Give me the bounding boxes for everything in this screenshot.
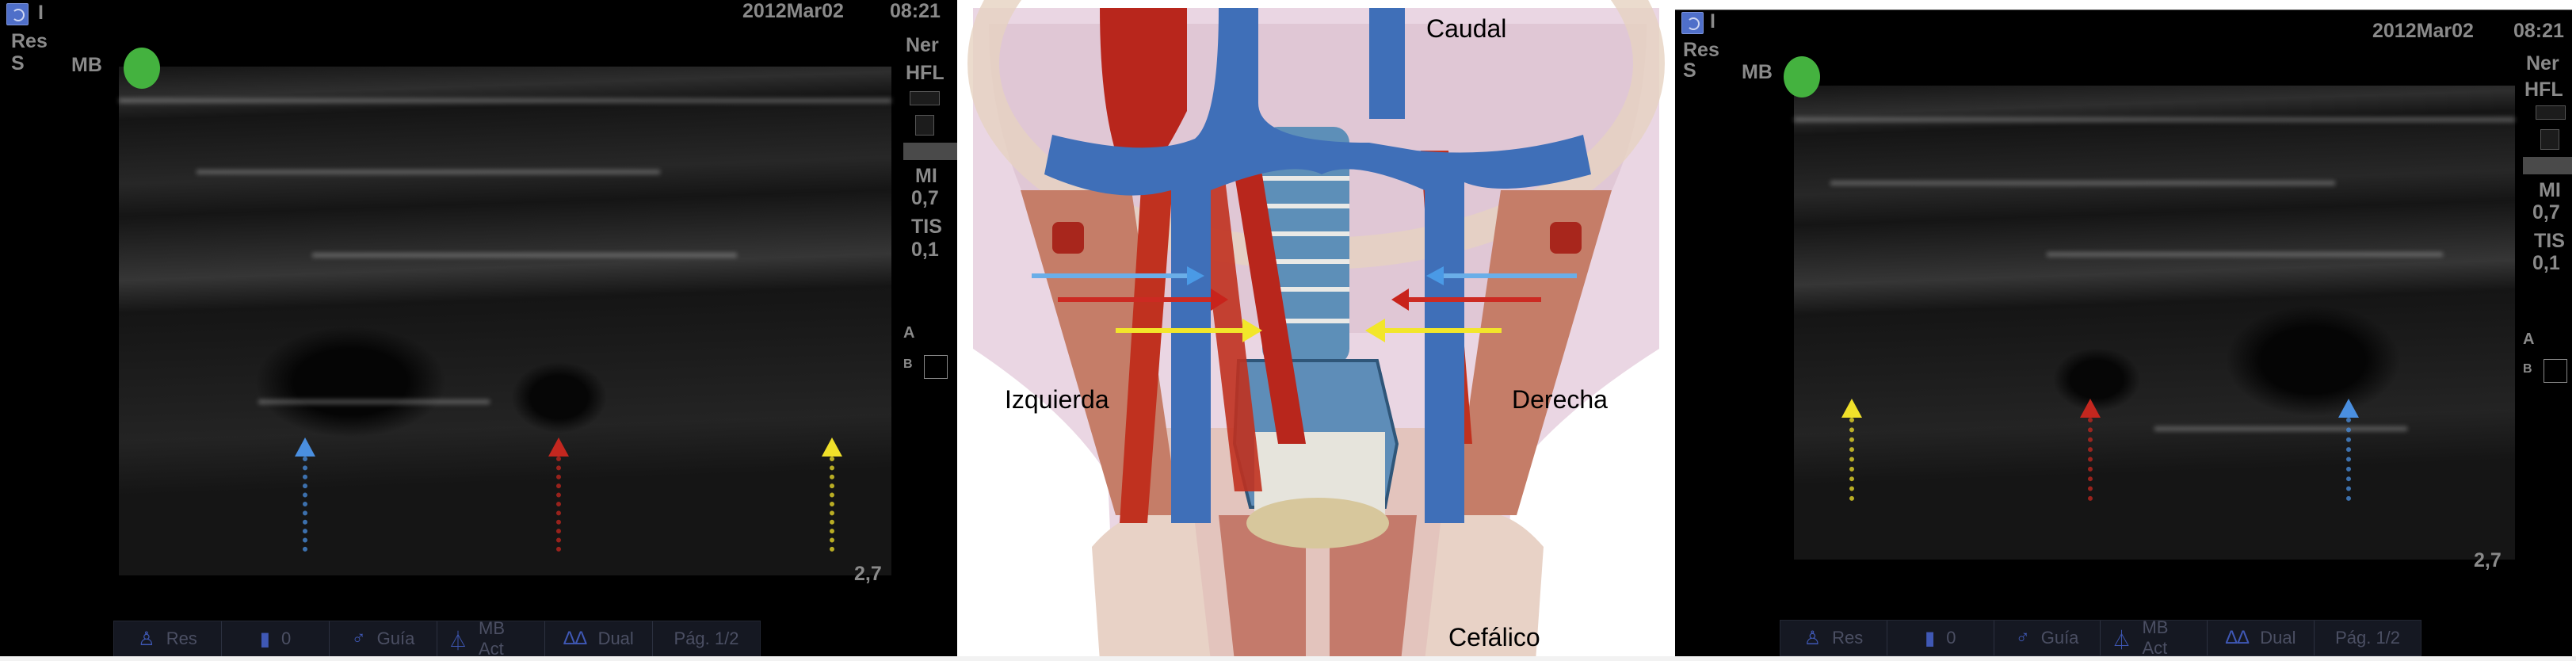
toolbar-res-button[interactable]: ♙ Res	[114, 621, 222, 656]
date: 2012Mar02	[742, 0, 844, 22]
dual-icon: ∆∆	[2225, 627, 2250, 648]
b-label: B	[903, 357, 913, 371]
depth-bar	[903, 143, 957, 160]
right-side-label: Derecha	[1512, 385, 1608, 414]
bottom-toolbar: ♙Res ▮0 ♂Guía ⏃MB Act ∆∆Dual Pág. 1/2	[1780, 617, 2421, 657]
mb-label: MB	[71, 54, 102, 76]
toolbar-label: Guía	[376, 629, 415, 648]
transducer-label: HFL	[2524, 78, 2563, 101]
left-ultrasound-panel: I Res S MB 2012Mar02 08:21 Ner HFL MI 0,…	[0, 0, 957, 656]
mb-icon: ⏃	[2112, 629, 2131, 651]
bottom-border	[0, 656, 2576, 661]
toolbar-dual-button[interactable]: ∆∆ Dual	[545, 621, 653, 656]
probe-icon: ♙	[1803, 627, 1822, 649]
orientation-marker-icon	[124, 48, 160, 89]
anatomy-illustration: Caudal Izquierda Derecha Cefálico	[957, 0, 1675, 661]
a-label: A	[2523, 330, 2535, 348]
toolbar-clip-button[interactable]: ▮0	[222, 621, 330, 656]
depth-bar	[2523, 157, 2572, 174]
needle-guide-icon: ♂	[351, 628, 366, 649]
gain-indicator-icon	[910, 91, 940, 105]
focus-indicator-icon	[2540, 129, 2559, 150]
gain-indicator-icon	[2536, 105, 2566, 120]
depth-value: 2,7	[854, 563, 882, 585]
b-label: B	[2523, 362, 2532, 376]
probe-icon: ♙	[138, 628, 155, 650]
time: 08:21	[890, 0, 941, 22]
mi-label: MI	[915, 165, 937, 187]
toolbar-dual-button[interactable]: ∆∆ Dual	[2208, 621, 2315, 655]
bottom-toolbar: ♙Res ▮0 ♂Guía ⏃MB Act ∆∆Dual Pág. 1/2	[113, 618, 761, 656]
sector-shape-icon	[924, 355, 948, 379]
date: 2012Mar02	[2372, 20, 2474, 42]
tis-value: 0,1	[911, 239, 939, 261]
caudal-label: Caudal	[1426, 14, 1507, 43]
sector-shape-icon	[2544, 359, 2567, 383]
probe-orientation-icon	[1681, 12, 1704, 34]
time: 08:21	[2513, 20, 2564, 42]
toolbar-guide-button[interactable]: ♂ Guía	[1994, 621, 2101, 655]
mi-value: 0,7	[911, 187, 939, 209]
toolbar-label: Guía	[2040, 628, 2079, 648]
preset-label: Ner	[2526, 52, 2559, 75]
transducer-label: HFL	[906, 62, 945, 84]
toolbar-mb-act-button[interactable]: ⏃ MB Act	[437, 618, 545, 656]
toolbar-label: Res	[166, 629, 197, 648]
mb-label: MB	[1742, 61, 1773, 83]
cephalic-label: Cefálico	[1448, 623, 1540, 651]
dual-icon: ∆∆	[563, 628, 587, 649]
neck-anatomy-drawing	[957, 0, 1675, 661]
toolbar-guide-button[interactable]: ♂ Guía	[330, 621, 437, 656]
res-label: Res	[1683, 39, 1719, 61]
probe-mode: I	[38, 2, 44, 24]
toolbar-page-button[interactable]: Pág. 1/2	[653, 621, 760, 656]
a-label: A	[903, 324, 915, 342]
toolbar-label: Pág. 1/2	[674, 629, 739, 648]
preset-label: Ner	[906, 34, 939, 56]
res-label: Res	[11, 30, 48, 52]
toolbar-label: Pág. 1/2	[2335, 628, 2401, 648]
needle-guide-icon: ♂	[2015, 627, 2030, 648]
right-ultrasound-panel: I Res S MB 2012Mar02 08:21 Ner HFL MI 0,…	[1675, 10, 2572, 657]
depth-value: 2,7	[2474, 549, 2502, 571]
toolbar-page-button[interactable]: Pág. 1/2	[2315, 621, 2421, 655]
toolbar-label: Dual	[2260, 628, 2296, 648]
right-indicator-arrows	[1365, 266, 1577, 342]
orientation-marker-icon	[1784, 56, 1820, 97]
s-label: S	[11, 52, 25, 75]
probe-mode: I	[1710, 10, 1715, 32]
toolbar-label: Dual	[597, 629, 634, 648]
ultrasound-image	[1794, 86, 2515, 560]
focus-indicator-icon	[915, 115, 934, 136]
tis-label: TIS	[911, 216, 942, 238]
mi-label: MI	[2539, 179, 2561, 201]
toolbar-label: 0	[280, 629, 292, 648]
left-indicator-arrows	[1032, 266, 1262, 342]
toolbar-label: MB Act	[479, 618, 505, 656]
probe-orientation-icon	[6, 3, 29, 25]
mi-value: 0,7	[2532, 201, 2560, 224]
clip-icon: ▮	[259, 628, 270, 650]
mb-icon: ⏃	[448, 630, 467, 652]
toolbar-label: Res	[1832, 628, 1864, 648]
toolbar-clip-button[interactable]: ▮0	[1887, 621, 1994, 655]
toolbar-res-button[interactable]: ♙ Res	[1780, 621, 1887, 655]
toolbar-label: 0	[1946, 628, 1956, 648]
left-side-label: Izquierda	[1005, 385, 1109, 414]
tis-value: 0,1	[2532, 252, 2560, 274]
toolbar-mb-act-button[interactable]: ⏃ MB Act	[2101, 617, 2208, 657]
tis-label: TIS	[2534, 230, 2565, 252]
s-label: S	[1683, 59, 1696, 82]
ultrasound-image	[119, 67, 891, 575]
toolbar-label: MB Act	[2142, 617, 2169, 657]
clip-icon: ▮	[1925, 627, 1936, 649]
